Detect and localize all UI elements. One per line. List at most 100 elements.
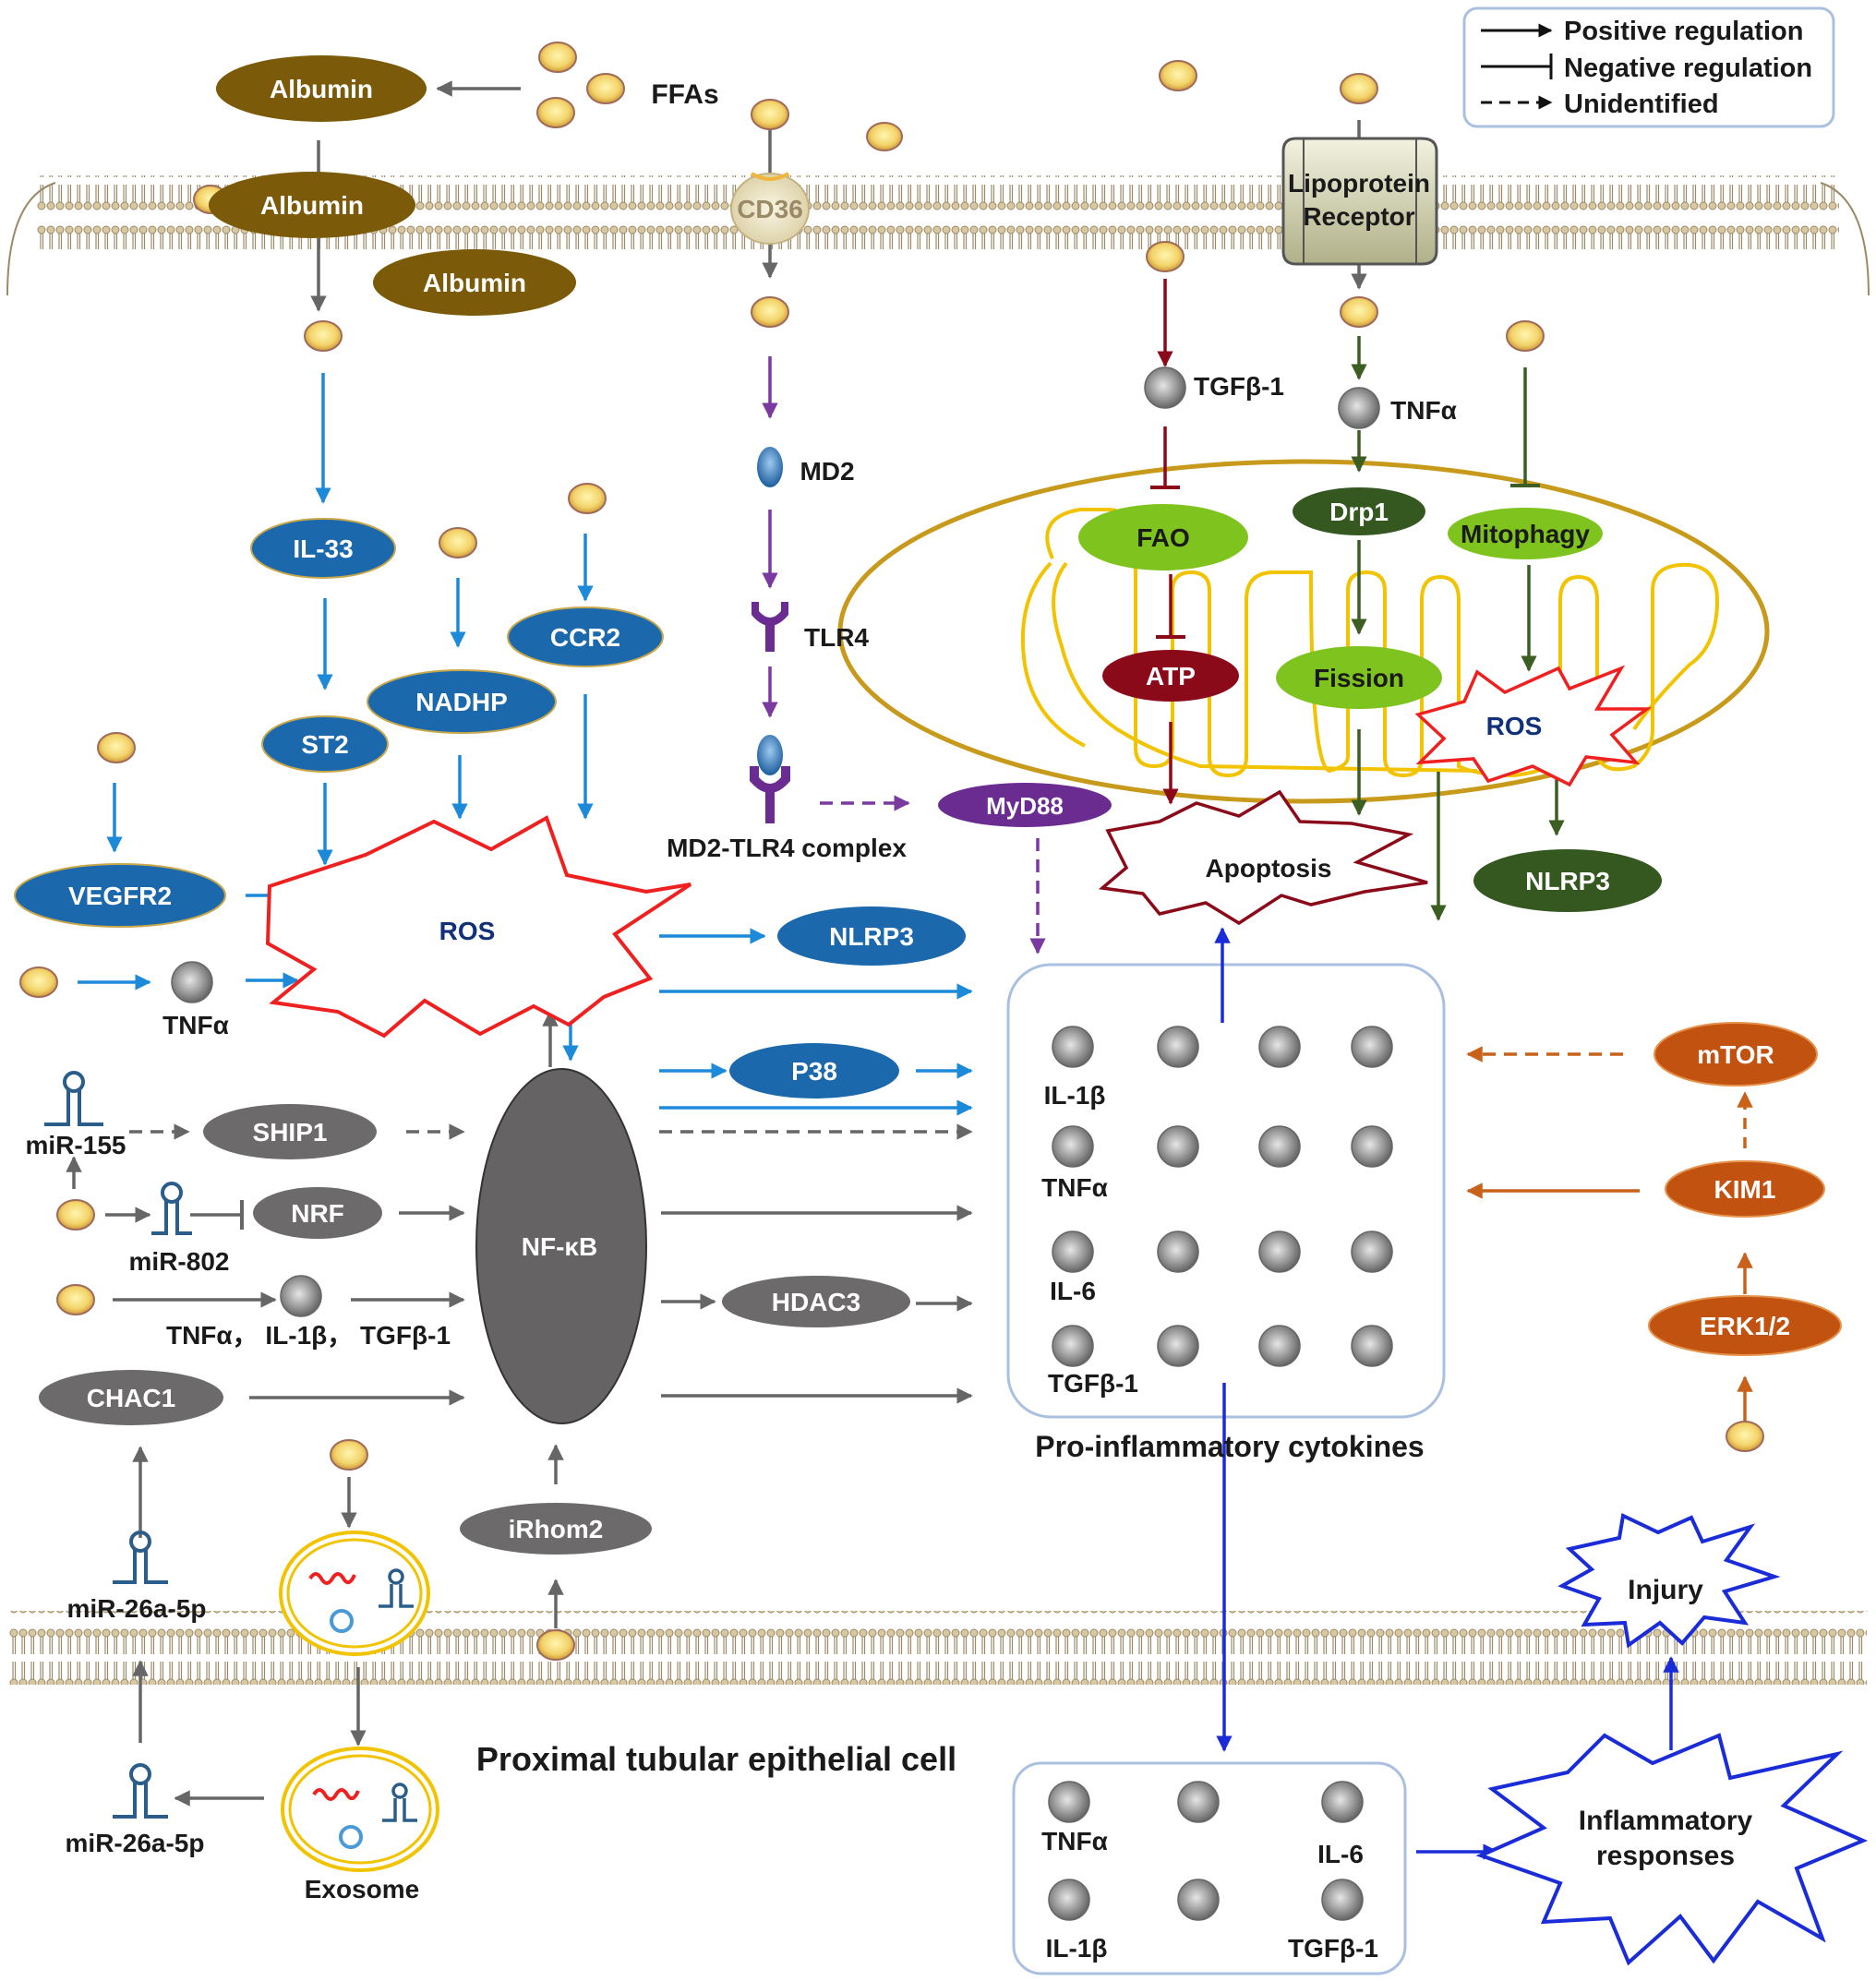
fao-node <box>1078 504 1248 570</box>
erk-node <box>1648 1295 1842 1356</box>
apoptosis-label: Apoptosis <box>1206 854 1332 882</box>
cytokine-spheres <box>171 366 1393 1921</box>
mtor-node <box>1654 1022 1818 1087</box>
mir26a-out-hairpin-icon <box>113 1763 168 1819</box>
mitophagy-label: Mitophagy <box>1461 520 1590 548</box>
albumin-top-node <box>216 55 427 122</box>
vegfr2-node <box>14 863 226 928</box>
cyto-il1b-label: IL-1β <box>1044 1081 1106 1110</box>
secreted-cytokine-box <box>1012 1761 1407 1975</box>
ship1-node <box>203 1104 377 1159</box>
mir26a-in-hairpin-icon <box>113 1531 168 1584</box>
ccr2-label: CCR2 <box>550 623 620 652</box>
ccr2-node <box>507 606 664 667</box>
p38-label: P38 <box>791 1057 837 1086</box>
myd88-node <box>938 783 1112 827</box>
mir802-hairpin-icon <box>151 1182 192 1235</box>
il33-node <box>250 518 396 579</box>
cd36-channel <box>730 173 810 245</box>
mir155-hairpin-icon <box>44 1071 103 1126</box>
albumin-top-label: Albumin <box>270 75 373 103</box>
legend: Positive regulation Negative regulation … <box>1462 6 1835 128</box>
cytokine-box <box>1006 963 1446 1419</box>
ros-star <box>265 815 692 1039</box>
md2-label: MD2 <box>800 457 854 486</box>
legend-negative: Negative regulation <box>1564 54 1812 83</box>
albumin-inner-label: Albumin <box>423 269 526 297</box>
exosome-label: Exosome <box>305 1875 420 1903</box>
irhom2-label: iRhom2 <box>509 1515 604 1543</box>
fission-label: Fission <box>1314 664 1404 692</box>
drp1-label: Drp1 <box>1329 498 1389 526</box>
nadhp-label: NADHP <box>415 688 508 716</box>
mir26a-in-label: miR-26a-5p <box>67 1594 207 1623</box>
md2-tlr4-label: MD2-TLR4 complex <box>667 834 907 862</box>
nrf-label: NRF <box>291 1199 344 1228</box>
tnfa-mito-label: TNFα <box>1390 396 1457 425</box>
mito-ros-star <box>1414 665 1653 787</box>
fission-node <box>1276 646 1442 709</box>
labels: FFAs Albumin Albumin Albumin CD36 Lipopr… <box>26 75 1790 1963</box>
ffa-particles <box>19 42 1764 1661</box>
sec-il1b-label: IL-1β <box>1046 1934 1108 1963</box>
nlrp3-blue-label: NLRP3 <box>829 922 914 951</box>
arrows <box>66 80 1753 1860</box>
cell-name-label: Proximal tubular epithelial cell <box>476 1740 956 1778</box>
myd88-label: MyD88 <box>986 792 1064 820</box>
mito-ros-label: ROS <box>1486 712 1543 740</box>
inline-cytokines-label: TNFα， IL-1β， TGFβ-1 <box>166 1321 451 1350</box>
tnfa-left-label: TNFα <box>162 1011 229 1039</box>
ffas-label: FFAs <box>651 79 718 110</box>
nadhp-node <box>367 669 557 734</box>
md2-icon <box>757 447 783 487</box>
albumin-membrane-label: Albumin <box>260 191 364 220</box>
cyto-tnfa-label: TNFα <box>1041 1173 1108 1202</box>
nfkb-oval <box>475 1068 647 1424</box>
nlrp3-green-node <box>1473 849 1662 912</box>
exosome-outer-icon <box>281 1747 439 1872</box>
inflammatory-label-2: responses <box>1596 1841 1735 1871</box>
atp-node <box>1102 650 1239 702</box>
mitophagy-node <box>1448 508 1603 559</box>
inflammatory-label-1: Inflammatory <box>1579 1806 1753 1836</box>
hdac3-label: HDAC3 <box>772 1288 860 1316</box>
nlrp3-green-label: NLRP3 <box>1525 867 1610 895</box>
sec-tnfa-label: TNFα <box>1041 1827 1108 1855</box>
lipoprotein-label-2: Receptor <box>1303 202 1414 231</box>
st2-label: ST2 <box>301 730 348 759</box>
lipoprotein-receptor <box>1281 137 1438 266</box>
tlr4-label: TLR4 <box>804 623 869 652</box>
kim1-label: KIM1 <box>1714 1175 1776 1204</box>
irhom2-node <box>460 1503 652 1555</box>
hdac3-node <box>722 1276 910 1327</box>
cytokine-box-caption: Pro-inflammatory cytokines <box>1035 1430 1424 1463</box>
sec-tgfb1-label: TGFβ-1 <box>1288 1934 1378 1963</box>
ros-label: ROS <box>439 917 496 945</box>
il33-label: IL-33 <box>293 534 353 563</box>
injury-label: Injury <box>1628 1575 1703 1605</box>
nlrp3-blue-node <box>777 906 966 966</box>
ship1-label: SHIP1 <box>253 1118 328 1147</box>
nrf-node <box>253 1187 382 1239</box>
cyto-tgfb1-label: TGFβ-1 <box>1048 1369 1138 1398</box>
sec-il6-label: IL-6 <box>1317 1840 1364 1868</box>
albumin-inner-node <box>373 249 576 316</box>
mtor-label: mTOR <box>1697 1040 1774 1069</box>
mir802-label: miR-802 <box>129 1247 230 1276</box>
cd36-label: CD36 <box>737 195 803 223</box>
injury-star <box>1557 1513 1781 1649</box>
chac1-node <box>39 1370 223 1425</box>
nfkb-label: NF-κB <box>522 1232 597 1261</box>
mir155-label: miR-155 <box>26 1131 126 1159</box>
tlr4-receptor-icon <box>752 602 788 652</box>
cyto-il6-label: IL-6 <box>1050 1277 1096 1305</box>
nodes <box>14 55 1842 1555</box>
mir26a-out-label: miR-26a-5p <box>66 1829 205 1857</box>
erk-label: ERK1/2 <box>1700 1312 1790 1340</box>
kim1-node <box>1665 1160 1825 1218</box>
apoptosis-star <box>1098 789 1428 926</box>
exosome-inner-icon <box>279 1531 430 1656</box>
lipoprotein-label-1: Lipoprotein <box>1288 169 1430 198</box>
